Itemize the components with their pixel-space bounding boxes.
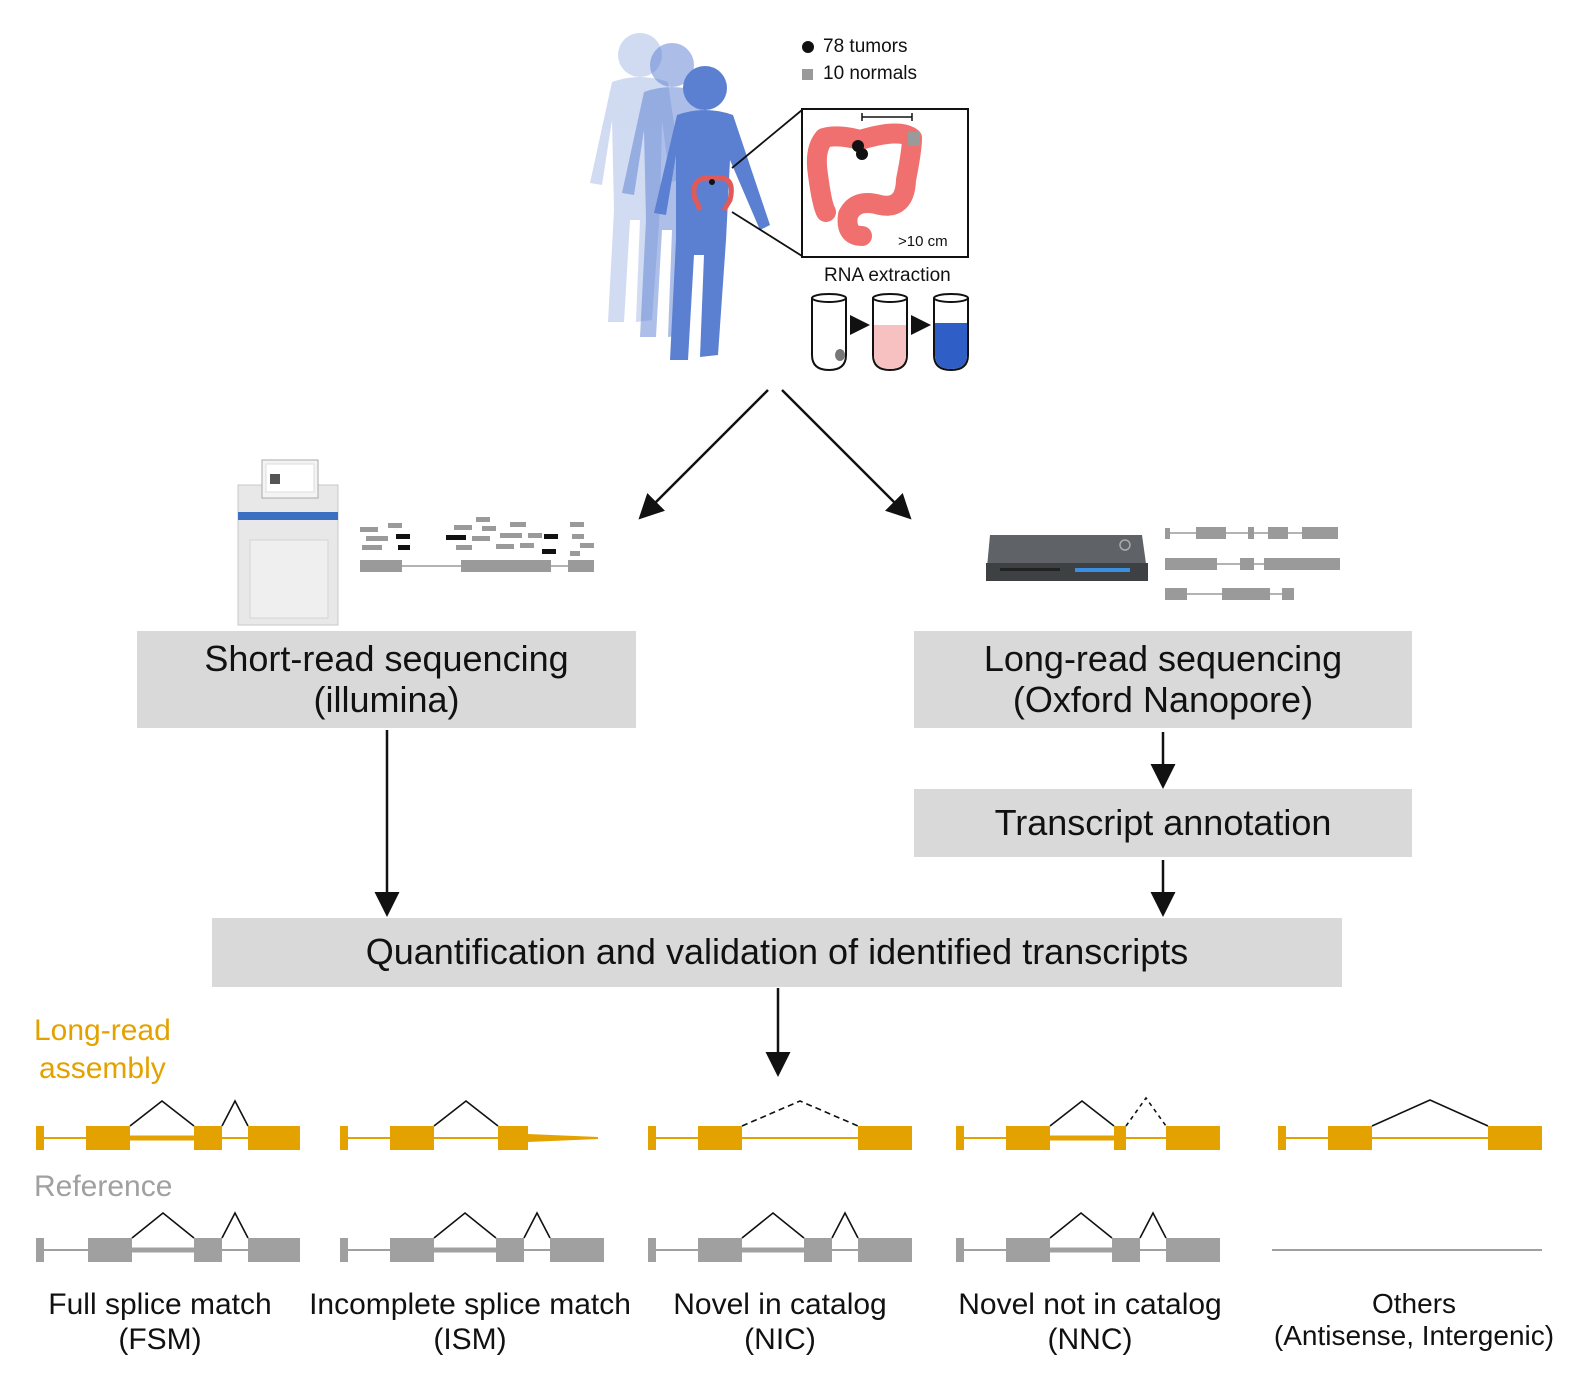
legend (802, 41, 814, 80)
assembly-line1: Long-read (34, 1014, 171, 1047)
nnc-reference (956, 1211, 1220, 1262)
short-read-box: Short-read sequencing (illumina) (137, 631, 636, 728)
reference-label: Reference (34, 1170, 173, 1203)
short-read-title: Short-read sequencing (204, 638, 569, 680)
nic-reference (648, 1211, 912, 1262)
category-ism-name: Incomplete splice match (309, 1288, 631, 1321)
human-silhouette-icon (590, 33, 770, 360)
short-reads (360, 517, 594, 572)
distance-label: >10 cm (898, 233, 948, 250)
test-tube-icon (811, 293, 969, 372)
category-others-abbr: (Antisense, Intergenic) (1273, 1320, 1555, 1352)
category-nnc: Novel not in catalog (NNC) (940, 1288, 1240, 1357)
nanopore-device-icon (986, 535, 1148, 581)
category-nic-abbr: (NIC) (744, 1322, 816, 1356)
transcript-annotation-box: Transcript annotation (914, 789, 1412, 857)
ism-reference (340, 1211, 604, 1262)
transcript-annotation-label: Transcript annotation (994, 801, 1332, 843)
colon-inset (731, 108, 969, 258)
category-ism-abbr: (ISM) (433, 1322, 507, 1356)
fsm-reference (36, 1211, 300, 1262)
category-fsm: Full splice match (FSM) (18, 1288, 302, 1357)
legend-tumors-label: 78 tumors (823, 36, 908, 57)
category-others: Others (Antisense, Intergenic) (1256, 1288, 1572, 1352)
rna-extraction-label: RNA extraction (824, 265, 951, 286)
long-reads (1165, 527, 1340, 600)
category-nnc-abbr: (NNC) (1047, 1322, 1133, 1356)
quantification-box: Quantification and validation of identif… (212, 918, 1342, 987)
nnc-long-read (956, 1096, 1220, 1150)
category-fsm-name: Full splice match (48, 1288, 272, 1321)
tumor-marker (802, 41, 814, 53)
category-others-name: Others (1371, 1288, 1457, 1319)
assembly-line2: assembly (39, 1051, 166, 1085)
long-read-box: Long-read sequencing (Oxford Nanopore) (914, 631, 1412, 728)
fsm-long-read (36, 1099, 300, 1150)
long-read-assembly-label: Long-read assembly (34, 1012, 171, 1087)
long-read-platform: (Oxford Nanopore) (1012, 678, 1314, 720)
legend-normals-label: 10 normals (823, 63, 917, 84)
normal-marker (802, 69, 813, 80)
nic-long-read (648, 1100, 912, 1150)
flow-arrows (374, 730, 1176, 1077)
illumina-sequencer-icon (237, 459, 339, 626)
long-read-title: Long-read sequencing (983, 638, 1343, 680)
others-long-read (1278, 1099, 1542, 1150)
category-nnc-name: Novel not in catalog (958, 1288, 1222, 1321)
short-read-platform: (illumina) (313, 678, 460, 720)
category-nic: Novel in catalog (NIC) (640, 1288, 920, 1357)
category-nic-name: Novel in catalog (673, 1288, 887, 1321)
category-ism: Incomplete splice match (ISM) (302, 1288, 638, 1357)
category-fsm-abbr: (FSM) (118, 1322, 202, 1356)
ism-long-read (340, 1099, 598, 1150)
transcript-structures (36, 1096, 1542, 1262)
split-arrows (638, 389, 912, 520)
quantification-label: Quantification and validation of identif… (365, 931, 1189, 973)
